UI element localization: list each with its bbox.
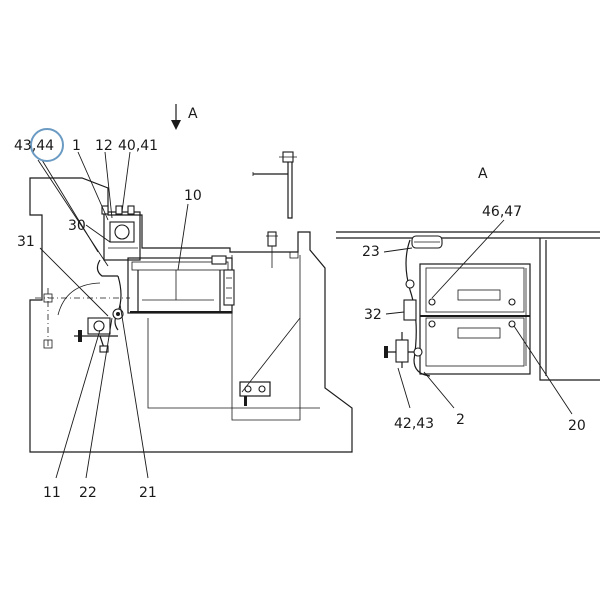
frame-inner-line-2 [231, 255, 301, 421]
callout-23[interactable]: 23 [362, 244, 380, 260]
callout-31[interactable]: 31 [17, 234, 35, 250]
small-square-2 [43, 339, 53, 349]
left-view [29, 151, 353, 453]
chassis-outline [29, 177, 353, 453]
callout-21[interactable]: 21 [139, 485, 157, 501]
small-square [43, 293, 53, 303]
callout-1[interactable]: 1 [72, 138, 81, 154]
side-clamp [403, 279, 417, 321]
highlight-ring [30, 128, 64, 162]
isolator-knob [384, 332, 423, 368]
callout-20[interactable]: 20 [568, 418, 586, 434]
callout-12[interactable]: 12 [95, 138, 113, 154]
bracket-curve [57, 282, 101, 316]
cable-run [114, 275, 122, 331]
cable-right [405, 239, 431, 377]
vent-valve [266, 231, 278, 268]
callout-10[interactable]: 10 [184, 188, 202, 204]
frame-step [289, 232, 299, 259]
frame-inner-line [147, 318, 320, 409]
callout-43-44[interactable]: 43,44 [14, 138, 54, 154]
cross-member [539, 238, 600, 381]
terminal-bolt [112, 308, 124, 320]
standpipe [287, 160, 293, 219]
callout-32[interactable]: 32 [364, 307, 382, 323]
section-title: A [478, 166, 488, 182]
frame-top-bar [336, 231, 600, 239]
callout-46-47[interactable]: 46,47 [482, 204, 522, 220]
leader-lines [37, 151, 573, 479]
standpipe-cap [279, 151, 297, 163]
callout-40-41[interactable]: 40,41 [118, 138, 158, 154]
battery-holder [419, 263, 531, 375]
callout-11[interactable]: 11 [43, 485, 61, 501]
frame-diagonal [241, 317, 301, 393]
callout-22[interactable]: 22 [79, 485, 97, 501]
callout-2[interactable]: 2 [456, 412, 465, 428]
right-view [336, 231, 600, 381]
top-cap [411, 235, 443, 249]
callout-30[interactable]: 30 [68, 218, 86, 234]
battery-box [127, 255, 235, 314]
view-arrow-label: A [188, 106, 198, 122]
master-switch-assembly [96, 205, 141, 277]
view-arrow [171, 104, 181, 130]
callout-42-43[interactable]: 42,43 [394, 416, 434, 432]
bracket-bolts [239, 381, 271, 406]
